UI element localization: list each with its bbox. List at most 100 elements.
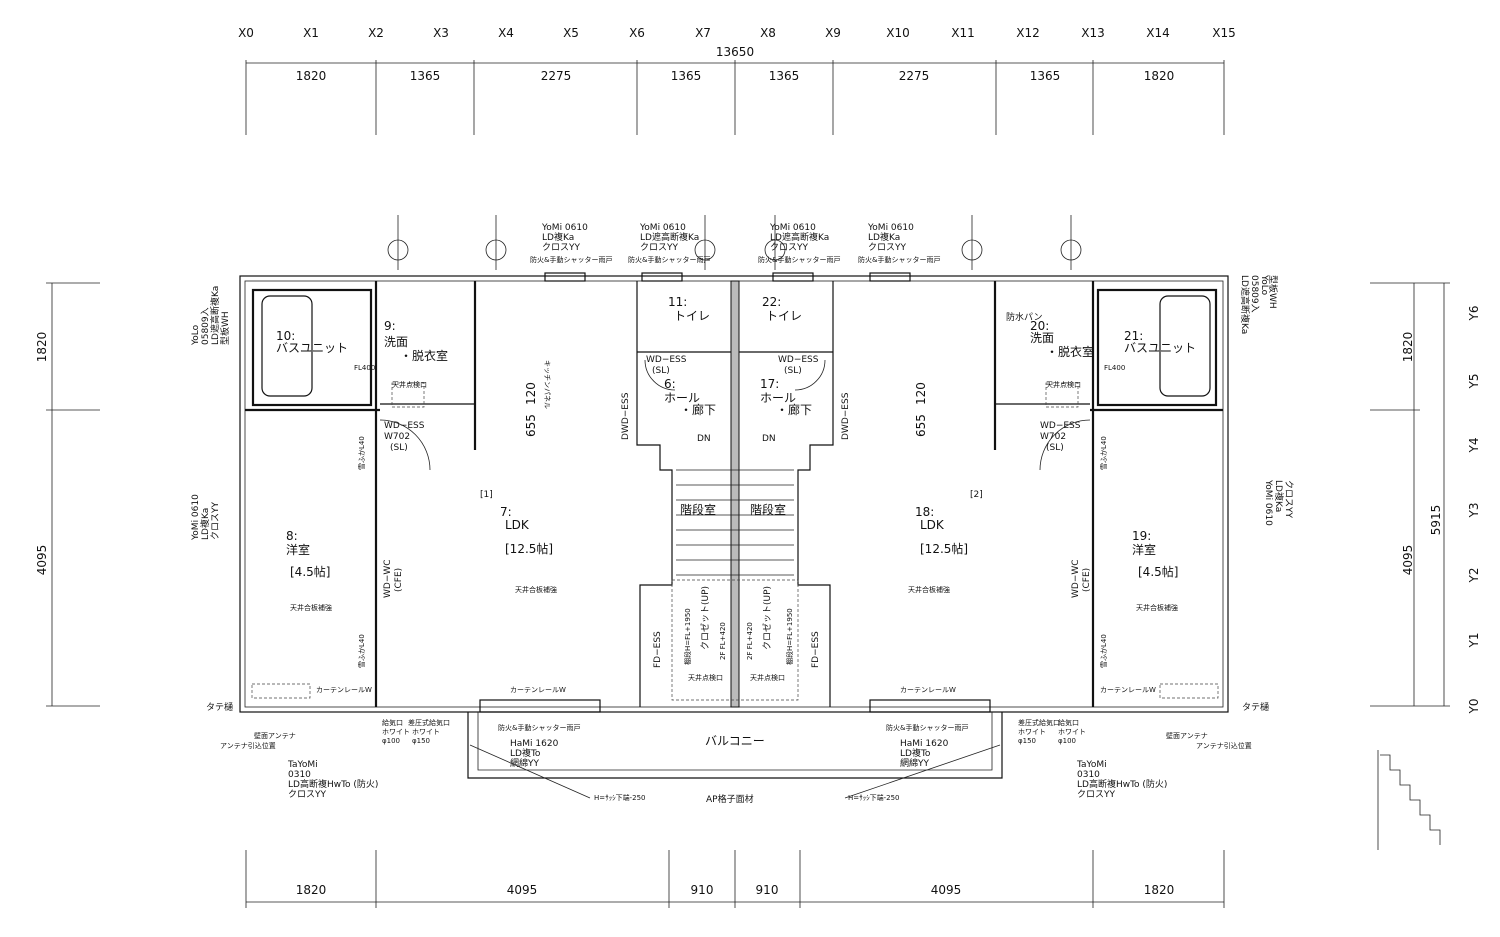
window-spec: LD高断複HwTo (防火) <box>1077 778 1167 790</box>
window-code: 0310 <box>1077 770 1100 780</box>
room-number: 18: <box>915 505 934 519</box>
grid-label: X15 <box>1212 26 1236 40</box>
snow-note: 雪ふかL40 <box>358 436 366 470</box>
curtain-rail: カーテンレールW <box>900 686 956 694</box>
dim-value: 1365 <box>671 69 702 83</box>
dim-value: 1820 <box>35 332 49 363</box>
window-glass: 網綿YY <box>510 757 539 769</box>
grid-label: X4 <box>498 26 514 40</box>
door-type: WD−WC <box>383 559 393 598</box>
shelf-height: 棚段H=FL+1950 <box>785 608 794 665</box>
dim-value: 655 <box>524 414 538 437</box>
downspout-note: タテ樋 <box>206 701 233 713</box>
shutter-label: 防火&手動シャッター雨戸 <box>628 255 710 264</box>
vent-note: 差圧式給気口 <box>408 718 450 727</box>
dim-value: 4095 <box>507 883 538 897</box>
dim-value: 910 <box>691 883 714 897</box>
window-spec: LD複Ka <box>542 231 574 243</box>
ceiling-check: 天井点検口 <box>688 673 723 682</box>
grid-label: X1 <box>303 26 319 40</box>
door-type: DWD−ESS <box>841 392 851 440</box>
room-name: 洗面 <box>1030 331 1054 345</box>
grid-label: X12 <box>1016 26 1040 40</box>
window-glass: 網綿YY <box>900 757 929 769</box>
window-code: YoLo <box>1259 274 1269 296</box>
stair-treads <box>676 469 794 576</box>
grid-label: X6 <box>629 26 645 40</box>
closet-up: クロゼット(UP) <box>761 586 773 650</box>
window-glass: クロスYY <box>770 242 808 253</box>
room-number: 20: <box>1030 319 1049 333</box>
dim-value: 120 <box>524 382 538 405</box>
vent-note: 差圧式給気口 <box>1018 718 1060 727</box>
kitchen-panel: キッチンパネル <box>543 360 551 409</box>
window-glass: クロスYY <box>868 242 906 253</box>
room-name: バスユニット <box>276 341 348 355</box>
room-name: ・脱衣室 <box>400 348 448 363</box>
room-name: トイレ <box>766 309 802 323</box>
grid-label: X10 <box>886 26 910 40</box>
right-dimensions: 1820 4095 5915 Y6 Y5 Y4 Y3 Y2 Y1 Y0 <box>1370 282 1481 714</box>
dim-value: 2275 <box>541 69 572 83</box>
vent-symbols <box>387 215 1082 270</box>
grid-label: X13 <box>1081 26 1105 40</box>
door-note: (SL) <box>652 366 670 376</box>
dim-value: 1365 <box>1030 69 1061 83</box>
room-name: LDK <box>505 518 530 532</box>
grid-label: X7 <box>695 26 711 40</box>
grid-label: Y6 <box>1467 306 1481 322</box>
window-code: 0310 <box>288 770 311 780</box>
shutter-label: 防火&手動シャッター雨戸 <box>530 255 612 264</box>
room-number: 9: <box>384 319 396 333</box>
room-name: ・脱衣室 <box>1046 344 1094 359</box>
room-number: 17: <box>760 377 779 391</box>
window-glass: 型板WH <box>1267 275 1279 309</box>
room-number: 10: <box>276 329 295 343</box>
notes: カーテンレールW カーテンレールW カーテンレールW カーテンレールW 天井点検… <box>206 360 1269 805</box>
vent-note: φ150 <box>1018 737 1036 745</box>
grid-label: X3 <box>433 26 449 40</box>
room-labels: 10: バスユニット 9: 洗面 ・脱衣室 11: トイレ 22: トイレ 6:… <box>276 295 1196 748</box>
door-type: WD−ESS <box>646 355 687 365</box>
window-code: 05809入 <box>200 307 211 345</box>
vent-note: φ100 <box>1058 737 1076 745</box>
window-spec: LD遮高断複Ka <box>1239 275 1251 334</box>
window-code: YoMi 0610 <box>541 223 588 233</box>
snow-note: 雪ふかL40 <box>1100 436 1108 470</box>
room-size: [12.5帖] <box>920 541 968 556</box>
window-code: YoMi 0610 <box>639 223 686 233</box>
room-name: バスユニット <box>1124 341 1196 355</box>
stair-dn: DN <box>697 434 711 444</box>
door-type: WD−ESS <box>384 421 425 431</box>
dim-value: 1820 <box>1144 69 1175 83</box>
curtain-rail: カーテンレールW <box>1100 686 1156 694</box>
window-spec: LD遮高断複Ka <box>640 231 699 243</box>
shelf-height: 棚段H=FL+1950 <box>683 608 692 665</box>
left-dimensions: 1820 4095 <box>35 282 100 707</box>
grid-label: Y1 <box>1467 633 1481 649</box>
room-name: ホール <box>664 391 700 405</box>
room-name: トイレ <box>674 309 710 323</box>
room-name: LDK <box>920 518 945 532</box>
dim-value: 4095 <box>931 883 962 897</box>
dim-value: 4095 <box>35 545 49 576</box>
ceiling-check: 天井点検口 <box>392 380 427 389</box>
window-spec: LD遮高断複Ka <box>770 231 829 243</box>
window-glass: クロスYY <box>542 242 580 253</box>
closet-up: クロゼット(UP) <box>699 586 711 650</box>
door-note: (CFE) <box>1082 568 1092 592</box>
dim-value: 1820 <box>296 69 327 83</box>
curtain-rail: カーテンレールW <box>316 686 372 694</box>
dim-value: 1365 <box>410 69 441 83</box>
vent-note: ホワイト <box>412 728 440 736</box>
handrail-note: H=ｻｯｼ下端-250 <box>594 793 646 802</box>
grid-label: X11 <box>951 26 975 40</box>
window-code: YoMi 0610 <box>1263 479 1273 526</box>
door-labels: WD−ESS W702 (SL) WD−ESS W702 (SL) WD−ESS… <box>383 355 1092 668</box>
dim-value: 655 <box>914 414 928 437</box>
grid-label: X0 <box>238 26 254 40</box>
floor-level-note: FL400 <box>354 364 375 372</box>
window-spec: LD複To <box>900 747 931 759</box>
floor-level-note: FL400 <box>1104 364 1125 372</box>
room-number: 8: <box>286 529 298 543</box>
